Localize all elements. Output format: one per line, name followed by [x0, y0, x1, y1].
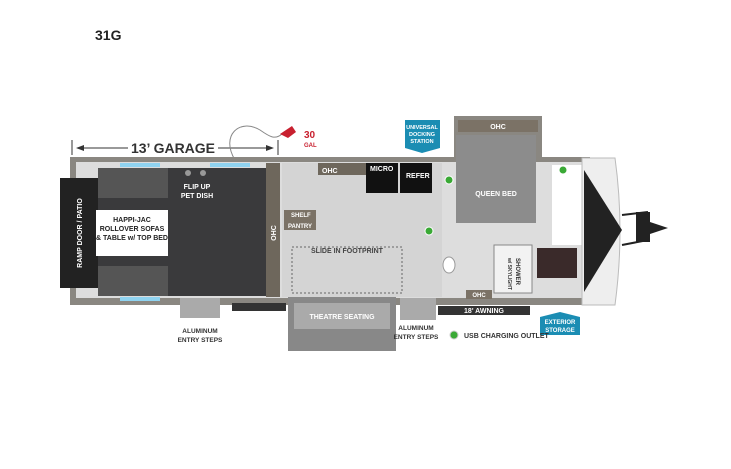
ramp-door-label: RAMP DOOR / PATIO — [77, 198, 84, 268]
slide-footprint — [291, 246, 403, 294]
theatre-label: THEATRE SEATING — [309, 314, 375, 321]
exterior-storage-label-2: STORAGE — [545, 328, 575, 334]
sofa-label-2: ROLLOVER SOFAS — [100, 226, 165, 233]
exterior-storage-label-1: EXTERIOR — [545, 320, 576, 326]
usb-outlet-icon — [558, 165, 568, 175]
sofa-label-1: HAPPI-JAC — [113, 217, 151, 224]
shower-label: SHOWER — [514, 258, 520, 286]
sofa-table-bed — [96, 210, 168, 256]
docking-label-2: DOCKING — [409, 132, 435, 138]
wardrobe — [537, 248, 577, 278]
pet-dish-label-1: FLIP UP — [184, 184, 211, 191]
usb-legend-icon — [449, 330, 459, 340]
steps-right-label-1: ALUMINUM — [398, 325, 433, 332]
hitch — [636, 212, 650, 242]
exterior-storage-callout — [540, 312, 580, 335]
garage-ohc-label: OHC — [271, 225, 278, 241]
usb-outlet-icon — [424, 226, 434, 236]
pantry-label: PANTRY — [288, 224, 312, 230]
pet-dish-label-2: PET DISH — [181, 193, 213, 200]
microwave — [366, 163, 398, 193]
refer-label: REFER — [406, 173, 430, 180]
docking-station-callout — [405, 120, 440, 153]
garage-wall-ohc — [266, 163, 280, 297]
steps-right-label-2: ENTRY STEPS — [394, 334, 439, 341]
entry-steps-right — [400, 298, 436, 320]
queen-bed-label: QUEEN BED — [475, 191, 517, 198]
micro-label: MICRO — [370, 166, 394, 173]
ramp-door — [60, 178, 98, 288]
usb-legend-label: USB CHARGING OUTLET — [464, 333, 550, 340]
usb-outlet-icon — [444, 175, 454, 185]
docking-label-3: STATION — [410, 139, 433, 145]
slide-label: SLIDE IN FOOTPRINT — [311, 248, 384, 255]
awning — [438, 306, 530, 315]
sofa-label-3: & TABLE w/ TOP BED — [96, 235, 168, 242]
steps-left-label-2: ENTRY STEPS — [178, 337, 223, 344]
fuel-nozzle-icon — [280, 126, 296, 138]
steps-left-label-1: ALUMINUM — [182, 328, 217, 335]
shower — [493, 244, 533, 294]
docking-label-1: UNIVERSAL — [406, 125, 438, 131]
model-title: 31G — [95, 27, 122, 43]
shelf-label: SHELF — [291, 213, 311, 219]
queen-bed — [456, 135, 536, 223]
shower-skylight-label: w/ SKYLIGHT — [506, 257, 512, 290]
bed-ohc-label: OHC — [490, 124, 506, 131]
kitchen-ohc-label: OHC — [322, 168, 338, 175]
fuel-amount: 30 — [304, 130, 316, 141]
garage-label: 13’ GARAGE — [131, 140, 215, 156]
bath-ohc-label: OHC — [472, 293, 486, 299]
entry-steps-left — [180, 298, 220, 318]
awning-label: 18' AWNING — [464, 308, 504, 315]
garage-dimension: 13’ GARAGE — [71, 140, 279, 156]
refrigerator — [400, 163, 432, 193]
fuel-hose — [229, 125, 283, 161]
fuel-unit: GAL — [304, 143, 317, 149]
